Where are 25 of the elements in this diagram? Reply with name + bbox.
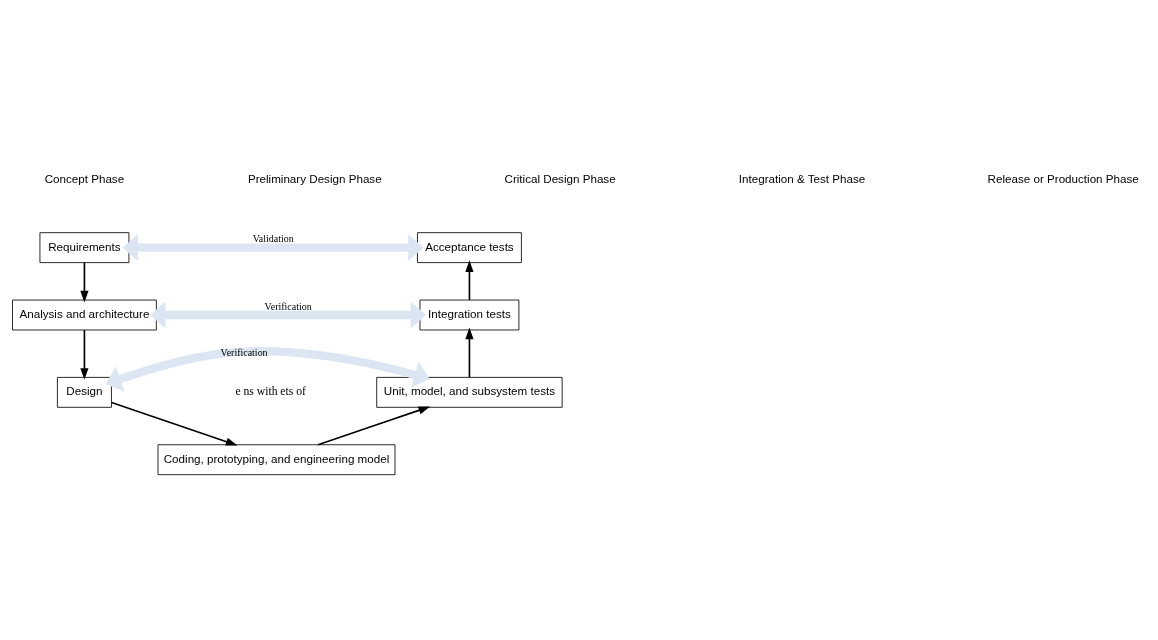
arrow — [465, 327, 474, 379]
arrow — [80, 329, 89, 380]
arrow — [150, 301, 427, 329]
label: Release or Production Phase — [987, 172, 1139, 186]
node-box: Coding, prototyping, and engineering model — [157, 444, 396, 476]
node-box: Integration tests — [419, 299, 520, 331]
arrow — [105, 347, 430, 392]
arrow — [122, 234, 424, 262]
arrow — [110, 401, 238, 446]
arrow — [80, 261, 89, 303]
edge-label: Validation — [252, 233, 294, 245]
label: Preliminary Design Phase — [247, 172, 382, 186]
label: e ns with ets of — [235, 385, 306, 399]
node-box: Design — [56, 376, 112, 408]
node-box: Unit, model, and subsystem tests — [376, 376, 563, 408]
edge-label: Verification — [264, 300, 312, 312]
arrow — [317, 406, 431, 446]
arrow — [465, 260, 474, 301]
label: Critical Design Phase — [504, 172, 616, 186]
node-box: Analysis and architecture — [12, 299, 157, 331]
label: Concept Phase — [44, 172, 125, 186]
node-box: Requirements — [39, 232, 130, 264]
node-box: Acceptance tests — [417, 232, 522, 264]
edge-label: Verification — [220, 347, 268, 359]
label: Integration & Test Phase — [738, 172, 866, 186]
